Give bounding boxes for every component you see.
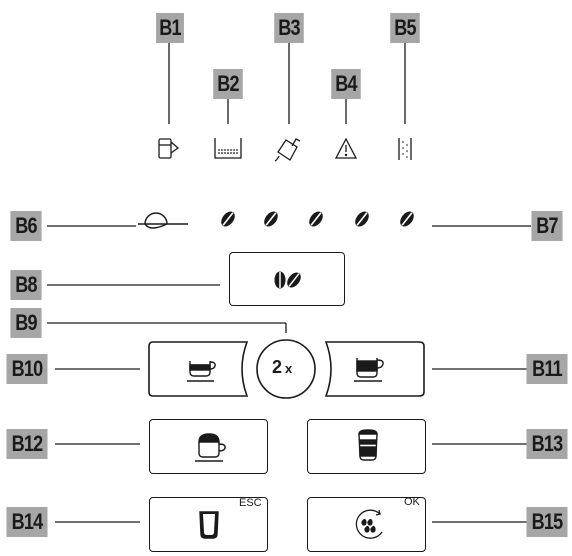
hot-water-glass-icon [199, 511, 219, 539]
latte-macchiato-button[interactable] [307, 419, 426, 474]
callout-b13: B13 [526, 429, 568, 459]
bean-icon [309, 211, 323, 227]
double-cup-number: 2 [272, 357, 283, 377]
callout-b11: B11 [526, 354, 568, 384]
pre-ground-coffee-icon [138, 212, 188, 229]
rinse-cycle-icon [355, 509, 383, 539]
cappuccino-cup-icon [195, 433, 226, 462]
callout-b2: B2 [213, 69, 243, 99]
callout-b14: B14 [6, 507, 48, 537]
rinse-button[interactable] [307, 497, 426, 552]
drip-tray-icon [214, 138, 242, 159]
callout-b10: B10 [6, 354, 48, 384]
ok-label: OK [404, 496, 420, 508]
callout-b7: B7 [531, 211, 563, 241]
water-filter-icon [398, 138, 412, 160]
aroma-button[interactable] [229, 252, 345, 306]
callout-b1: B1 [156, 13, 184, 43]
bean-icon [355, 211, 369, 227]
callout-b6: B6 [10, 211, 42, 241]
milk-container-icon [158, 138, 180, 159]
callout-b4: B4 [331, 69, 361, 99]
callout-b5: B5 [390, 13, 420, 43]
two-beans-icon [274, 271, 301, 289]
callout-b15: B15 [526, 507, 568, 537]
callout-b12: B12 [6, 429, 48, 459]
latte-glass-icon [358, 429, 378, 461]
descale-icon [274, 138, 301, 162]
small-cup-icon[interactable] [187, 361, 216, 382]
cappuccino-button[interactable] [149, 419, 268, 474]
callout-b3: B3 [274, 13, 304, 43]
hot-water-button[interactable] [149, 497, 268, 552]
bean-icon [400, 211, 414, 227]
double-cup-suffix: x [285, 361, 293, 376]
warning-icon [334, 137, 358, 159]
callout-b8: B8 [10, 270, 42, 300]
bean-icon [221, 211, 235, 227]
bean-icon [264, 211, 278, 227]
callout-b9: B9 [10, 308, 42, 338]
esc-label: ESC [239, 497, 262, 509]
large-cup-icon[interactable] [354, 358, 384, 382]
